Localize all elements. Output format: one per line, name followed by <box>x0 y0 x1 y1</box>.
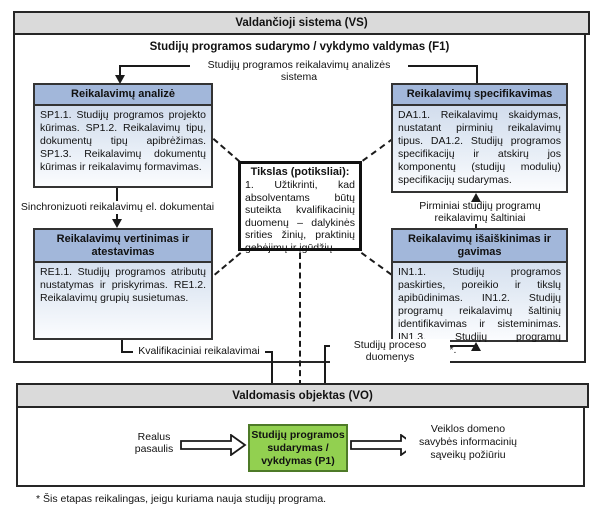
connector-line <box>119 65 194 67</box>
vs-title-bar: Valdančioji sistema (VS) <box>13 11 590 35</box>
box-tikslas: Tikslas (potiksliai): 1. Užtikrinti, kad… <box>238 161 362 254</box>
box-title: Reikalavimų specifikavimas <box>393 85 566 106</box>
connector-line <box>476 65 478 84</box>
box-body: SP1.1. Studijų programos projekto kūrima… <box>40 108 206 173</box>
box-body: DA1.1. Reikalavimų skaidymas, nustatant … <box>398 108 561 186</box>
vs-title: Valdančioji sistema (VS) <box>235 17 368 29</box>
box-reikalavimu-isaiskinimas: Reikalavimų išaiškinimas ir gavimas IN1.… <box>391 228 568 356</box>
footnote: * Šis etapas reikalingas, jeigu kuriama … <box>36 493 327 505</box>
connector-line <box>116 188 118 201</box>
process-box-p1: Studijų programos sudarymas / vykdymas (… <box>248 424 348 472</box>
f1-subtitle: Studijų programos sudarymo / vykdymo val… <box>149 41 450 53</box>
box-reikalavimu-analize: Reikalavimų analizė SP1.1. Studijų progr… <box>33 83 213 188</box>
label-pirminiai: Pirminiai studijų programų reikalavimų š… <box>408 200 552 224</box>
label-kvalifikaciniai: Kvalifikaciniai reikalavimai <box>133 345 265 357</box>
box-title: Reikalavimų analizė <box>35 85 211 106</box>
goal-title: Tikslas (potiksliai): <box>250 166 350 178</box>
connector-line <box>406 65 478 67</box>
label-veiklos-domeno: Veiklos domeno savybės informacinių sąve… <box>406 423 530 462</box>
goal-link-dashed-vertical <box>299 253 301 425</box>
vo-title: Valdomasis objektas (VO) <box>232 389 373 402</box>
connector-line <box>119 65 121 76</box>
box-reikalavimu-specifikavimas: Reikalavimų specifikavimas DA1.1. Reikal… <box>391 83 568 193</box>
block-arrow-right-icon <box>180 434 247 456</box>
box-reikalavimu-vertinimas: Reikalavimų vertinimas ir atestavimas RE… <box>33 228 213 340</box>
connector-line <box>116 214 118 220</box>
box-title: Reikalavimų vertinimas ir atestavimas <box>35 230 211 263</box>
box-title: Reikalavimų išaiškinimas ir gavimas <box>393 230 566 263</box>
vo-title-bar: Valdomasis objektas (VO) <box>16 383 589 408</box>
box-body: RE1.1. Studijų programos atributų nustat… <box>40 266 206 304</box>
label-sinchronizuoti: Sinchronizuoti reikalavimų el. dokumenta… <box>20 201 215 213</box>
label-realus-pasaulis: Realus pasaulis <box>125 431 183 455</box>
top-connector-label: Studijų programos reikalavimų analizės s… <box>190 59 408 83</box>
arrow-down-icon <box>112 219 122 228</box>
arrow-down-icon <box>115 75 125 84</box>
goal-body: 1. Užtikrinti, kad absolventams būtų sut… <box>245 179 355 254</box>
label-studiju-proceso: Studijų proceso duomenys <box>330 339 450 363</box>
arrow-up-icon <box>471 342 481 351</box>
connector-line <box>121 340 123 353</box>
arrow-up-icon <box>471 193 481 202</box>
